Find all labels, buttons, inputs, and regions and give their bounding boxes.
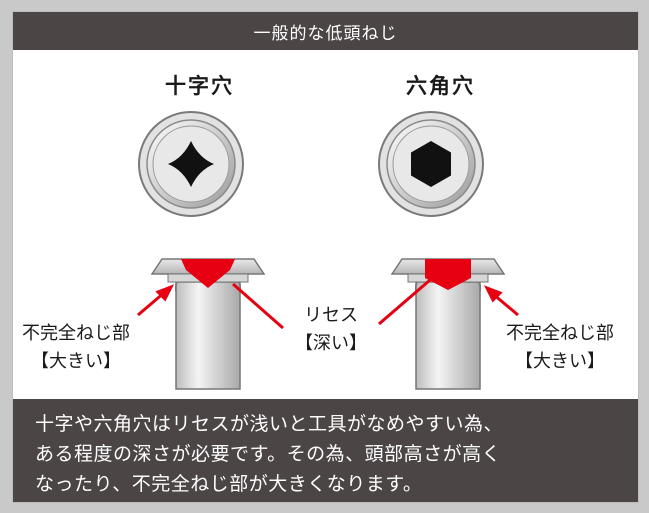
cross-screw-side-view: [150, 258, 266, 390]
explanation-line: ある程度の深さが必要です。その為、頭部高さが高く: [35, 443, 502, 465]
hex-recess-icon: [411, 141, 451, 187]
explanation-line: なったり、不完全ねじ部が大きくなります。: [35, 473, 423, 495]
cross-screw-top-view: [138, 111, 244, 217]
hex-recess-title: 六角穴: [406, 74, 475, 98]
leader-lines: [137, 272, 519, 330]
left-thread-text: 不完全ねじ部: [22, 323, 130, 344]
screw-illustrations: [137, 111, 519, 390]
recess-note: 【深い】: [295, 333, 367, 354]
right-incomplete-thread-label: 不完全ねじ部 【大きい】: [503, 320, 617, 376]
hex-recess-depth-icon: [425, 259, 471, 290]
header-title: 一般的な低頭ねじ: [13, 12, 638, 50]
left-thread-arrow-icon: [155, 284, 175, 302]
recess-label: リセス 【深い】: [281, 302, 381, 358]
hex-screw-top-view: [378, 111, 484, 217]
recess-text: リセス: [304, 305, 358, 326]
cross-recess-depth-icon: [181, 259, 235, 288]
right-thread-note: 【大きい】: [515, 351, 605, 372]
right-thread-text: 不完全ねじ部: [506, 323, 614, 344]
right-thread-arrow-icon: [483, 285, 503, 303]
diagram-frame: 一般的な低頭ねじ 十字穴 六角穴: [12, 11, 639, 503]
explanation-text: 十字や六角穴はリセスが浅いと工具がなめやすい為、 ある程度の深さが必要です。その…: [13, 399, 638, 502]
cross-recess-icon: [168, 141, 214, 187]
cross-recess-title: 十字穴: [165, 74, 234, 98]
left-incomplete-thread-label: 不完全ねじ部 【大きい】: [19, 320, 133, 376]
left-thread-note: 【大きい】: [31, 351, 121, 372]
hex-screw-side-view: [390, 258, 506, 390]
recess-leader-line-left: [232, 282, 284, 330]
explanation-line: 十字や六角穴はリセスが浅いと工具がなめやすい為、: [35, 413, 504, 435]
recess-leader-line-right: [378, 272, 438, 326]
